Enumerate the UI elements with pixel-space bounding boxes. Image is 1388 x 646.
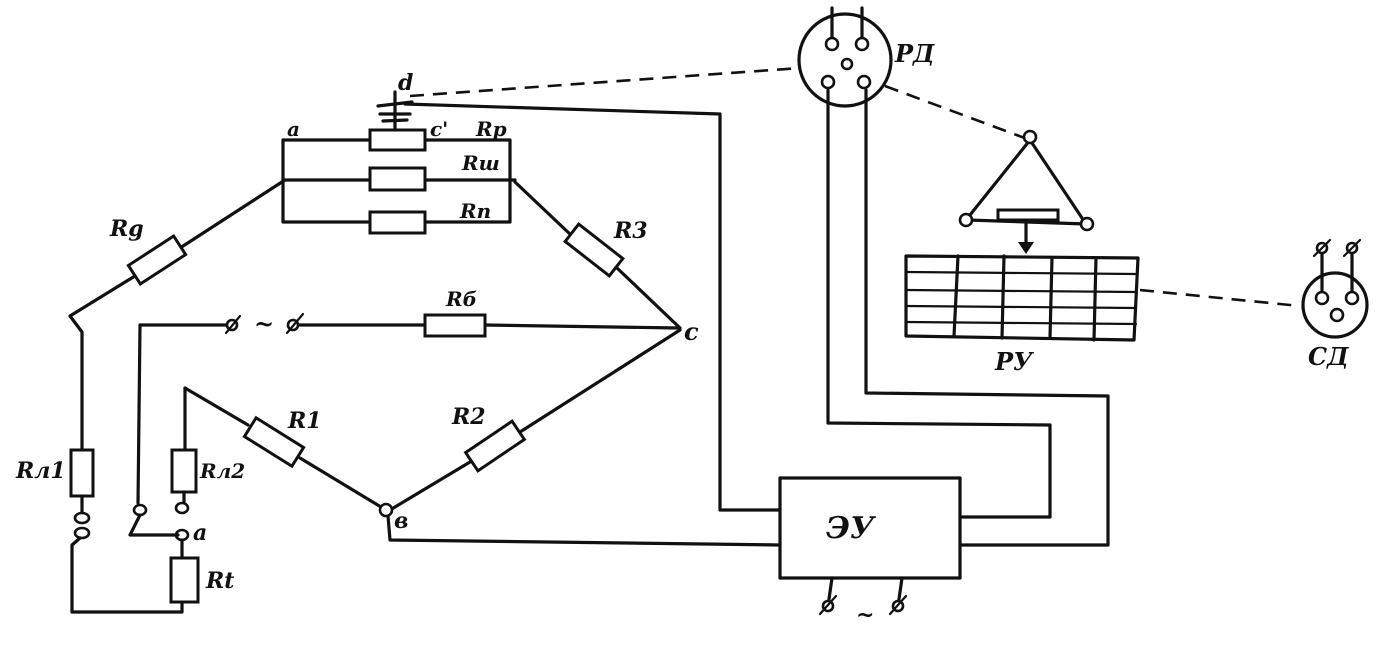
resistor-rsh (368, 166, 427, 192)
mech-link-ru-sd (1139, 288, 1301, 308)
node-b (378, 502, 782, 547)
shunt-block (281, 128, 517, 235)
label-c: c (684, 317, 699, 346)
label-rd: РД (894, 39, 935, 68)
electronic-unit-box (778, 476, 962, 580)
label-sd: СД (1308, 342, 1349, 371)
resistor-rg (126, 233, 188, 287)
label-ru: РУ (994, 347, 1034, 376)
label-rl1: Rл1 (15, 458, 66, 484)
label-rb: Rб (445, 287, 477, 311)
label-rg: Rg (109, 216, 144, 242)
label-r1: R1 (287, 408, 322, 434)
label-rsh: Rш (461, 151, 500, 175)
label-rl2: Rл2 (199, 459, 245, 483)
resistor-rn (368, 210, 427, 235)
resistor-rt (169, 556, 200, 604)
recorder-unit (904, 129, 1140, 342)
resistor-rb (423, 313, 487, 338)
label-rt: Rt (205, 568, 234, 594)
label-a-top: a (287, 117, 300, 141)
label-rn: Rп (459, 199, 491, 223)
label-eu: ЭУ (826, 511, 877, 546)
resistor-r2 (463, 419, 527, 473)
resistor-rl2 (170, 448, 198, 494)
resistor-rl1 (69, 448, 95, 498)
mech-link-d-rd (409, 66, 801, 98)
label-r3: R3 (613, 218, 648, 244)
label-a-bottom: a (193, 520, 207, 546)
label-d: d (398, 70, 413, 96)
resistor-rp (368, 128, 427, 152)
bridge (68, 178, 682, 512)
resistor-r1 (242, 415, 306, 469)
label-c-prime: c' (430, 117, 448, 141)
resistor-r3 (563, 221, 625, 279)
label-ac-bottom: ~ (856, 602, 874, 628)
mech-link-rd-pen (884, 84, 1031, 142)
eu-wires (818, 88, 1110, 616)
reversible-motor (797, 6, 893, 108)
ac-source-left (224, 312, 305, 335)
slider-d (376, 90, 782, 512)
label-r2: R2 (451, 404, 486, 430)
label-b: в (394, 508, 408, 534)
line-resistors (69, 386, 200, 614)
label-ac-left: ~ (254, 309, 274, 338)
synchronous-motor (1301, 238, 1369, 339)
label-rp: Rр (475, 117, 507, 141)
